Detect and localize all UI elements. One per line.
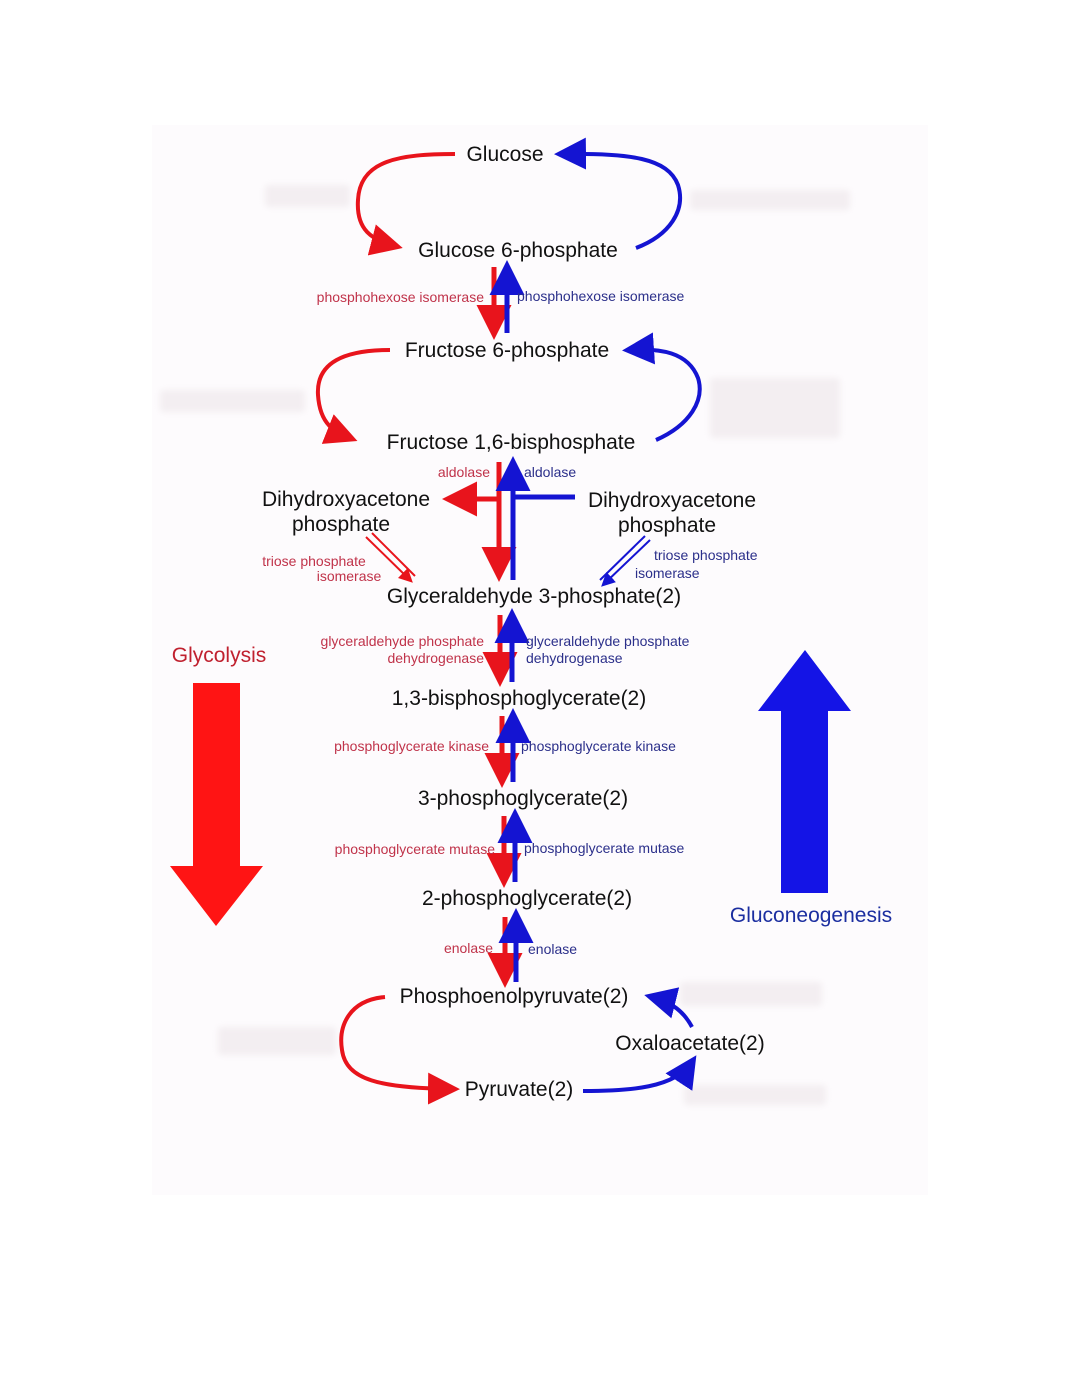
arrow-f6p-to-f16bp [315, 348, 391, 444]
enzyme-glycolysis-tpi-line2: isomerase [317, 568, 382, 584]
metabolite-g6p: Glucose 6-phosphate [418, 239, 618, 262]
gluconeogenesis-direction-arrow [758, 650, 851, 893]
pathway-label-gluconeogenesis: Gluconeogenesis [730, 904, 892, 927]
metabolite-oxaloacetate: Oxaloacetate(2) [615, 1032, 764, 1055]
arrow-glucose-to-g6p [355, 152, 456, 256]
metabolite-f6p: Fructose 6-phosphate [405, 339, 609, 362]
pathway-label-glycolysis: Glycolysis [172, 644, 267, 667]
metabolite-3pg: 3-phosphoglycerate(2) [418, 787, 628, 810]
arrow-pep-to-pyruvate [339, 995, 460, 1105]
enzyme-gluconeo-aldolase: aldolase [524, 464, 576, 480]
arrow-oxaloacetate-to-pep [644, 987, 694, 1028]
enzyme-gluconeo-tpi-line2: isomerase [635, 565, 700, 581]
redacted-label-hexokinase [265, 185, 350, 207]
metabolite-dhap-left-line2: phosphate [292, 513, 390, 536]
metabolite-dhap-left-line1: Dihydroxyacetone [262, 488, 430, 511]
redacted-label-pfk [160, 390, 305, 412]
metabolite-pyruvate: Pyruvate(2) [465, 1078, 574, 1101]
arrow-tpi-left-b [371, 532, 416, 577]
glycolysis-direction-arrow [170, 683, 263, 926]
redacted-label-pepck [680, 982, 822, 1006]
arrow-tpi-right-b [599, 535, 646, 581]
enzyme-glycolysis-gapdh-line2: dehydrogenase [387, 650, 484, 666]
enzyme-glycolysis-tpi-line1: triose phosphate [262, 553, 366, 569]
arrow-tpi-right-a [601, 539, 651, 587]
metabolite-pep: Phosphoenolpyruvate(2) [400, 985, 629, 1008]
metabolite-dhap-right-line2: phosphate [618, 514, 716, 537]
redacted-label-fbpase [710, 378, 840, 438]
enzyme-gluconeo-pgm: phosphoglycerate mutase [524, 840, 685, 856]
enzyme-gluconeo-tpi-line1: triose phosphate [654, 547, 758, 563]
metabolite-glucose: Glucose [466, 143, 543, 166]
enzyme-glycolysis-gapdh-line1: glyceraldehyde phosphate [321, 633, 485, 649]
metabolite-g3p: Glyceraldehyde 3-phosphate(2) [387, 585, 681, 608]
metabolite-f16bp: Fructose 1,6-bisphosphate [387, 431, 636, 454]
enzyme-gluconeo-gapdh-line1: glyceraldehyde phosphate [526, 633, 690, 649]
enzyme-gluconeo-gapdh-line2: dehydrogenase [526, 650, 623, 666]
redacted-label-pyruvate-kinase [218, 1027, 336, 1055]
enzyme-gluconeo-pgk: phosphoglycerate kinase [521, 738, 676, 754]
metabolite-2pg: 2-phosphoglycerate(2) [422, 887, 632, 910]
arrow-f16bp-to-f6p [622, 332, 702, 442]
arrow-g6p-to-glucose [554, 137, 682, 250]
enzyme-gluconeo-enolase: enolase [528, 941, 577, 957]
enzyme-glycolysis-pgm: phosphoglycerate mutase [335, 841, 496, 857]
metabolite-13bpg: 1,3-bisphosphoglycerate(2) [392, 687, 646, 710]
redacted-label-pyruvate-carboxylase [684, 1085, 826, 1105]
arrow-pyruvate-to-oxaloacetate [582, 1055, 697, 1093]
enzyme-gluconeo-phi: phosphohexose isomerase [517, 288, 685, 304]
enzyme-glycolysis-enolase: enolase [444, 940, 493, 956]
metabolite-dhap-right-line1: Dihydroxyacetone [588, 489, 756, 512]
arrow-tpi-left-a [365, 536, 413, 583]
enzyme-glycolysis-pgk: phosphoglycerate kinase [334, 738, 489, 754]
enzyme-glycolysis-phi: phosphohexose isomerase [317, 289, 485, 305]
redacted-label-glucose-6-phosphatase [690, 190, 850, 210]
enzyme-glycolysis-aldolase: aldolase [438, 464, 490, 480]
